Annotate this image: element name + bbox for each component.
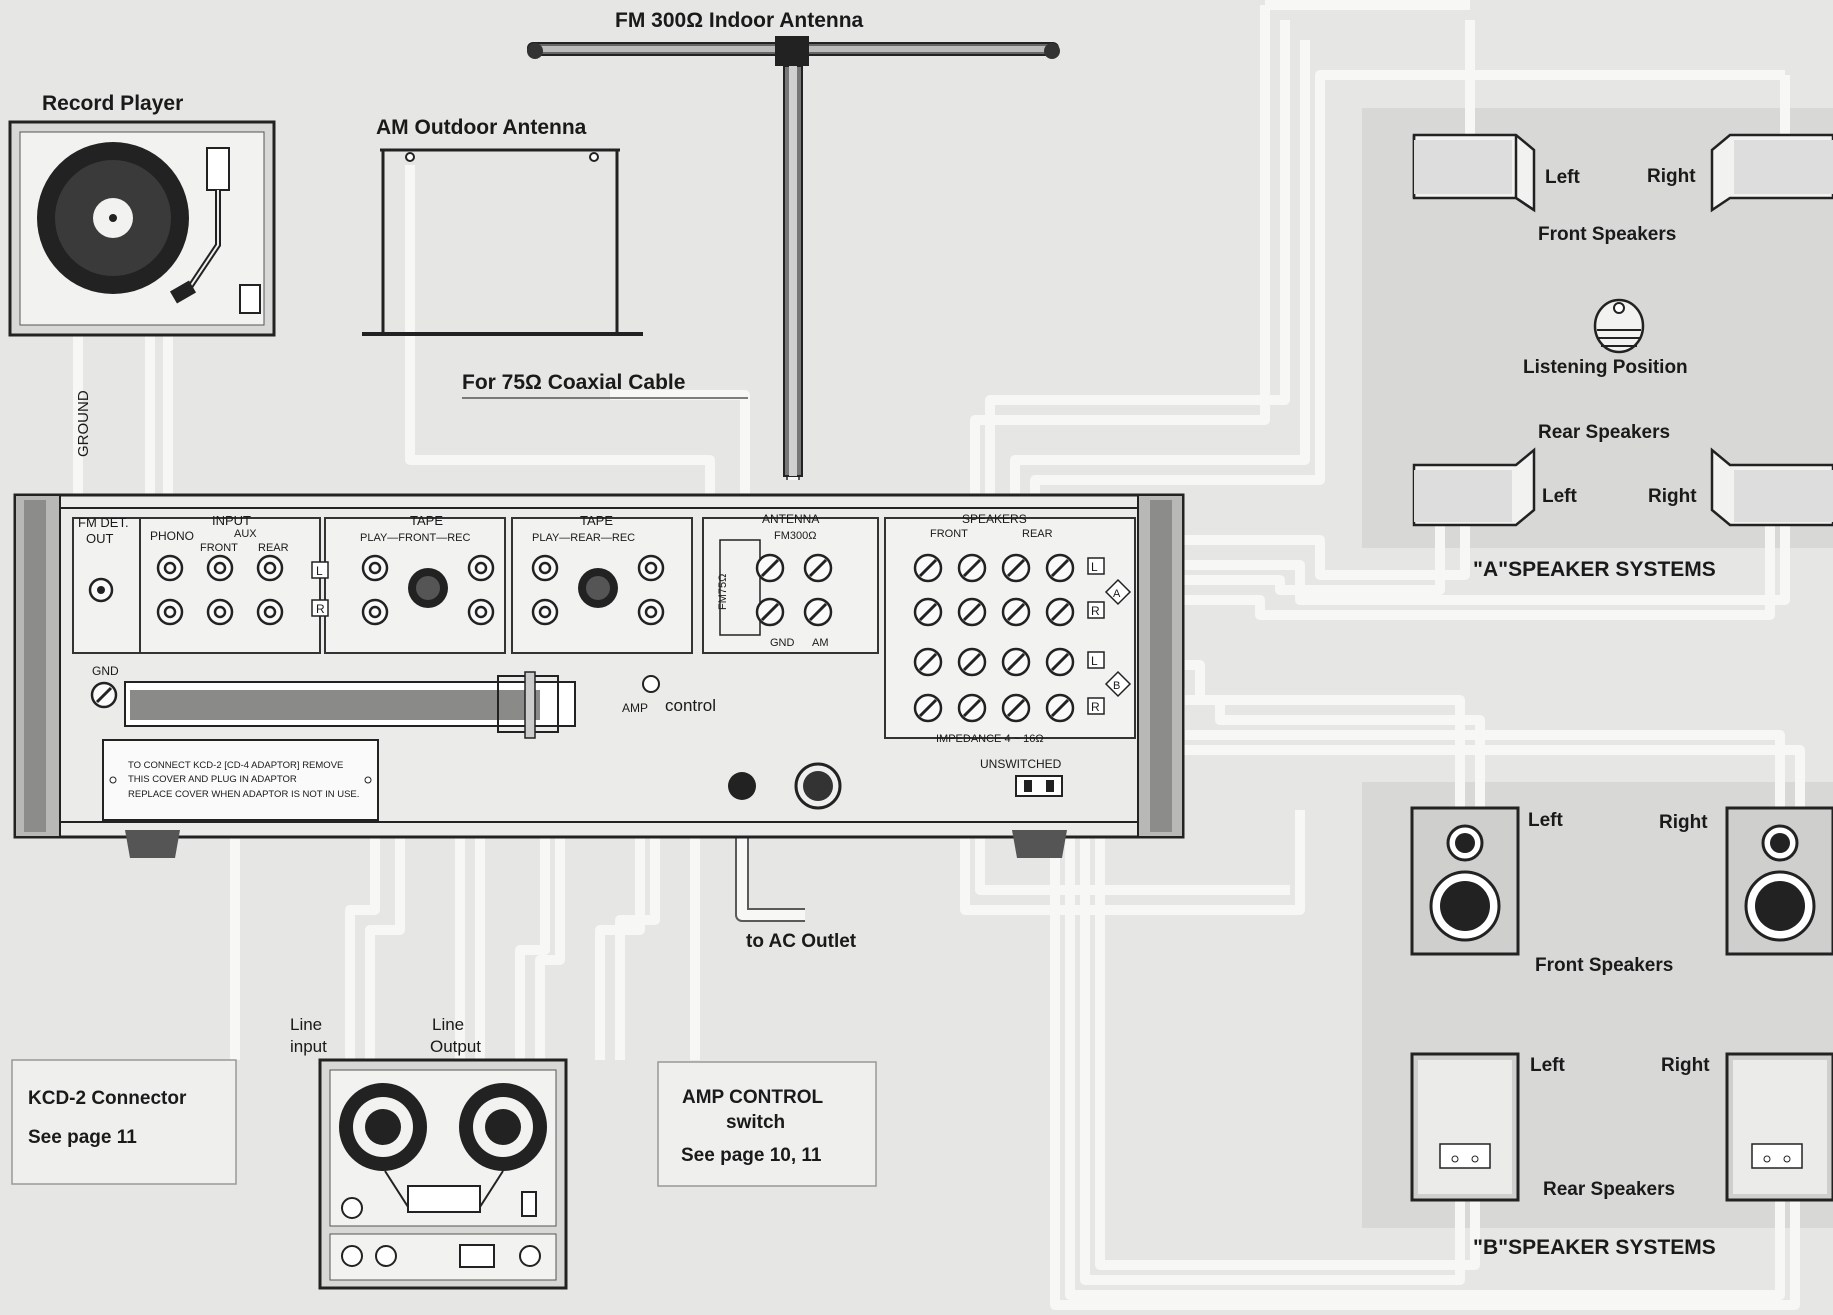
input-jacks: L R xyxy=(156,554,329,626)
antenna-label: ANTENNA xyxy=(762,512,819,526)
input-l-label: L xyxy=(316,564,323,578)
spk-b-r-label: R xyxy=(1091,700,1100,714)
a-rear-left-label: Left xyxy=(1542,486,1578,507)
tape1-sub-label: PLAY—FRONT—REC xyxy=(360,532,470,544)
plate-line-2: THIS COVER AND PLUG IN ADAPTOR xyxy=(128,774,297,785)
spk-a-badge: A xyxy=(1113,588,1121,600)
am-antenna-label: AM Outdoor Antenna xyxy=(376,116,587,139)
line-output-label-1: Line xyxy=(432,1015,464,1034)
line-output-label-2: Output xyxy=(430,1037,481,1056)
tape-rear-jacks xyxy=(531,554,665,626)
amp-switch-subtitle: switch xyxy=(726,1112,785,1133)
aux-label: AUX xyxy=(234,528,257,540)
fm-antenna-label: FM 300Ω Indoor Antenna xyxy=(615,9,864,32)
receiver-rear-panel: FM DET. OUT INPUT PHONO AUX FRONT REAR T… xyxy=(13,493,1185,858)
input-label: INPUT xyxy=(212,513,251,528)
tape-deck: Line input Line Output xyxy=(290,1015,568,1290)
ground-label: GROUND xyxy=(75,390,92,457)
a-rear-right-label: Right xyxy=(1648,486,1697,507)
phono-label: PHONO xyxy=(150,529,194,543)
ac-outlet-label: to AC Outlet xyxy=(746,931,857,952)
amp-small-label: AMP xyxy=(622,701,648,715)
b-speaker-systems-title: "B"SPEAKER SYSTEMS xyxy=(1473,1236,1716,1259)
spk-b-l-label: L xyxy=(1091,654,1098,668)
fm300-label: FM300Ω xyxy=(774,530,816,542)
tape2-sub-label: PLAY—REAR—REC xyxy=(532,532,635,544)
tape2-label: TAPE xyxy=(580,513,613,528)
spk-b-badge: B xyxy=(1113,680,1120,692)
record-player: Record Player xyxy=(8,92,276,337)
b-rear-left-label: Left xyxy=(1530,1055,1566,1076)
b-front-right-label: Right xyxy=(1659,812,1708,833)
gnd-terminal-label: GND xyxy=(92,664,119,678)
amp-switch-callout: AMP CONTROL switch See page 10, 11 xyxy=(657,1061,877,1187)
aux-rear-label: REAR xyxy=(258,542,289,554)
unswitched-outlet xyxy=(1015,775,1063,797)
coax-label: For 75Ω Coaxial Cable xyxy=(462,371,685,394)
kcd2-title: KCD-2 Connector xyxy=(28,1088,187,1109)
fm75-label: FM75Ω xyxy=(717,574,729,610)
am-outdoor-antenna: AM Outdoor Antenna xyxy=(362,116,643,336)
spk-front-label: FRONT xyxy=(930,528,968,540)
input-r-label: R xyxy=(316,602,325,616)
kcd2-page: See page 11 xyxy=(28,1127,137,1148)
spk-a-l-label: L xyxy=(1091,560,1098,574)
amp-switch-page: See page 10, 11 xyxy=(681,1145,822,1166)
aux-front-label: FRONT xyxy=(200,542,238,554)
speaker-terminals: L R L R A B xyxy=(913,553,1132,723)
a-speaker-systems-title: "A"SPEAKER SYSTEMS xyxy=(1473,558,1716,581)
b-rear-speakers-label: Rear Speakers xyxy=(1543,1179,1675,1200)
b-front-left-label: Left xyxy=(1528,810,1564,831)
fm-indoor-antenna: FM 300Ω Indoor Antenna xyxy=(527,9,1060,477)
tape1-label: TAPE xyxy=(410,513,443,528)
power-cord-grommet xyxy=(728,772,756,800)
b-front-speakers-label: Front Speakers xyxy=(1535,955,1673,976)
antenna-gnd-label: GND xyxy=(770,637,795,649)
a-speaker-systems: Left Right Front Speakers Listening Posi… xyxy=(1412,133,1833,581)
a-front-left-label: Left xyxy=(1545,167,1581,188)
spk-rear-label: REAR xyxy=(1022,528,1053,540)
kcd2-callout: KCD-2 Connector See page 11 xyxy=(11,1059,237,1185)
listening-position-label: Listening Position xyxy=(1523,357,1688,378)
antenna-terminals xyxy=(719,539,833,636)
fm-det-label-1: FM DET. xyxy=(78,515,129,530)
spk-a-r-label: R xyxy=(1091,604,1100,618)
tape-front-jacks xyxy=(361,554,495,626)
a-rear-speakers-label: Rear Speakers xyxy=(1538,422,1670,443)
amp-control-switch xyxy=(642,675,660,693)
b-rear-right-label: Right xyxy=(1661,1055,1710,1076)
unswitched-label: UNSWITCHED xyxy=(980,757,1062,771)
line-input-label-1: Line xyxy=(290,1015,322,1034)
plate-line-1: TO CONNECT KCD-2 [CD-4 ADAPTOR] REMOVE xyxy=(128,760,343,771)
a-front-right-label: Right xyxy=(1647,166,1696,187)
fm-det-label-2: OUT xyxy=(86,531,114,546)
a-front-speakers-label: Front Speakers xyxy=(1538,224,1676,245)
amp-switch-title: AMP CONTROL xyxy=(682,1087,823,1108)
line-input-label-2: input xyxy=(290,1037,327,1056)
amp-control-label: control xyxy=(665,696,716,715)
plate-line-3: REPLACE COVER WHEN ADAPTOR IS NOT IN USE… xyxy=(128,789,359,800)
b-speaker-systems: Left Right Front Speakers Left Right Rea… xyxy=(1410,806,1833,1259)
impedance-label: IMPEDANCE 4 ~ 16Ω xyxy=(936,733,1044,745)
record-player-label: Record Player xyxy=(42,92,183,115)
speakers-label: SPEAKERS xyxy=(962,512,1027,526)
antenna-am-label: AM xyxy=(812,637,829,649)
